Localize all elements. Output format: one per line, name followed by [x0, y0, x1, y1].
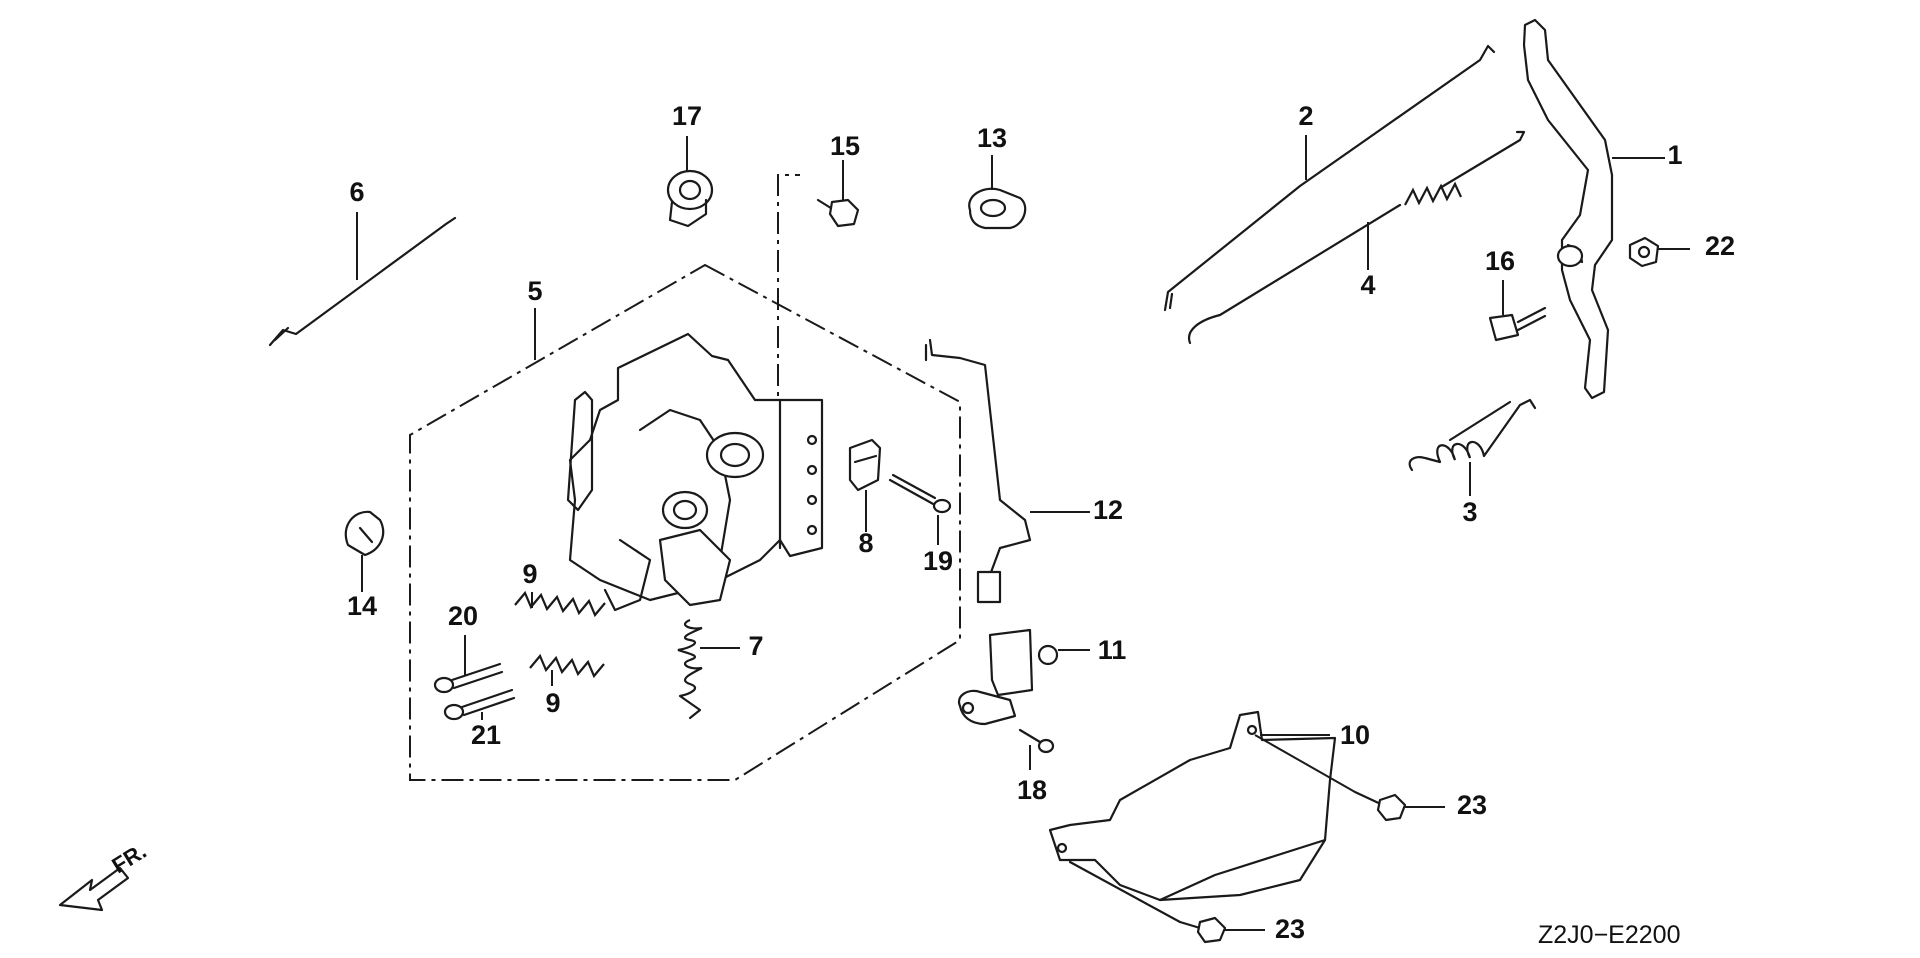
rod-part-2 [1163, 44, 1496, 312]
callout-22: 22 [1705, 231, 1735, 261]
bolt-part-23-upper [1353, 790, 1407, 822]
callout-6: 6 [349, 177, 364, 207]
assembly-outline [409, 263, 961, 781]
screw-part-18 [1018, 728, 1055, 754]
callout-16: 16 [1485, 246, 1515, 276]
switch-part-11 [957, 628, 1059, 726]
front-direction-arrow [58, 866, 130, 912]
spring-part-9-upper [514, 590, 606, 618]
callout-20: 20 [448, 601, 478, 631]
callout-1: 1 [1667, 140, 1682, 170]
callout-11: 11 [1098, 635, 1127, 665]
clip-part-17 [666, 169, 714, 228]
callout-3: 3 [1462, 497, 1477, 527]
leader-23-upper-ref [1254, 734, 1356, 793]
callout-18: 18 [1017, 775, 1047, 805]
drawing-code: Z2J0−E2200 [1538, 921, 1680, 949]
screw-part-20 [433, 662, 504, 694]
callout-10: 10 [1340, 720, 1370, 750]
screw-part-19 [888, 473, 952, 514]
callout-7: 7 [748, 631, 763, 661]
callout-2: 2 [1298, 101, 1313, 131]
spring-part-9-lower [529, 653, 605, 679]
callout-9-lower: 9 [545, 688, 560, 718]
callout-19: 19 [923, 546, 953, 576]
bolt-part-23-lower [1068, 860, 1227, 944]
callout-8: 8 [858, 528, 873, 558]
spring-rod-part-4 [1187, 130, 1526, 345]
bolt-part-15 [816, 198, 860, 228]
clamp-part-13 [968, 187, 1027, 230]
callout-14: 14 [347, 591, 377, 621]
lever-part-1 [1522, 18, 1614, 400]
nut-part-22 [1628, 236, 1660, 268]
spring-part-7 [677, 618, 703, 720]
wire-part-12 [924, 338, 1032, 604]
block-part-8 [848, 438, 882, 492]
cover-part-10 [1048, 710, 1337, 902]
callout-12: 12 [1093, 495, 1123, 525]
screw-part-21 [443, 688, 516, 721]
callout-15: 15 [830, 131, 860, 161]
control-base-part-5 [566, 332, 824, 612]
callout-21: 21 [471, 720, 501, 750]
callout-9-upper: 9 [522, 559, 537, 589]
callout-23-lower: 23 [1275, 914, 1305, 944]
rod-part-6 [268, 216, 457, 347]
callout-23-upper: 23 [1457, 790, 1487, 820]
bolt-part-16 [1488, 306, 1547, 342]
clip-part-14 [344, 510, 385, 557]
callout-17: 17 [672, 101, 702, 131]
callout-4: 4 [1360, 270, 1375, 300]
callout-5: 5 [527, 276, 542, 306]
callout-13: 13 [977, 123, 1007, 153]
spring-part-3 [1408, 398, 1537, 472]
